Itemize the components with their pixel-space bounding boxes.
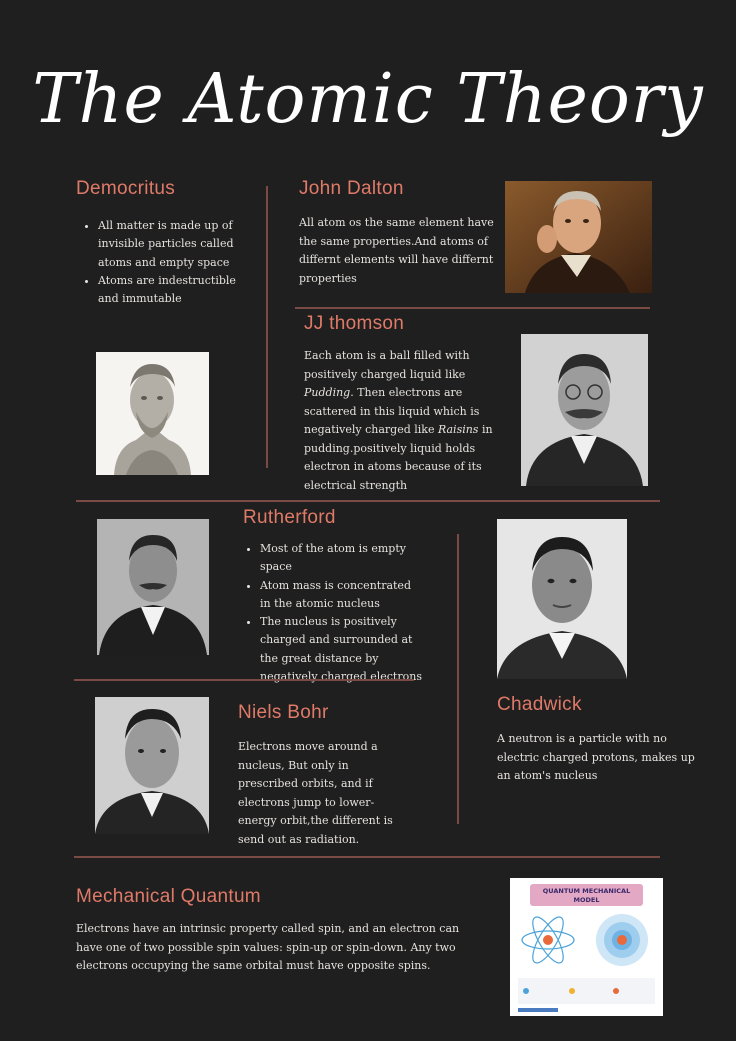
divider-horizontal — [74, 856, 660, 858]
page-title: The Atomic Theory — [32, 60, 704, 139]
divider-vertical — [266, 186, 268, 468]
divider-horizontal — [74, 679, 414, 681]
rutherford-bullet: Most of the atom is empty space — [260, 540, 425, 577]
rutherford-heading: Rutherford — [243, 507, 336, 528]
divider-vertical — [457, 534, 459, 824]
quantum-model-figure: QUANTUM MECHANICAL MODEL — [510, 878, 663, 1016]
chadwick-heading: Chadwick — [497, 694, 582, 715]
rutherford-bullet: Atom mass is concentrated in the atomic … — [260, 577, 425, 614]
bohr-heading: Niels Bohr — [238, 702, 329, 723]
quantum-figure-title-1: QUANTUM MECHANICAL — [543, 887, 630, 895]
dalton-text: All atom os the same element have the sa… — [299, 216, 494, 285]
chadwick-portrait — [497, 519, 627, 679]
divider-horizontal — [76, 500, 660, 502]
electron-cloud-icon — [596, 914, 648, 966]
democritus-bullet: Atoms are indestructible and immutable — [98, 272, 238, 309]
rutherford-bullets: Most of the atom is empty space Atom mas… — [240, 540, 425, 686]
dalton-portrait — [505, 181, 652, 293]
bohr-portrait — [95, 697, 209, 834]
thomson-em-pudding: Pudding — [304, 386, 351, 399]
bohr-atom-icon — [521, 916, 575, 964]
democritus-heading: Democritus — [76, 178, 176, 199]
thomson-heading: JJ thomson — [304, 313, 405, 334]
quantum-text: Electrons have an intrinsic property cal… — [76, 922, 460, 972]
quantum-figure-title-2: MODEL — [574, 896, 600, 904]
rutherford-bullet: The nucleus is positively charged and su… — [260, 613, 425, 686]
democritus-bullet: All matter is made up of invisible parti… — [98, 217, 238, 272]
thomson-em-raisins: Raisins — [437, 423, 479, 436]
democritus-bullets: All matter is made up of invisible parti… — [78, 217, 238, 308]
thomson-text: Each atom is a ball filled with positive… — [304, 349, 493, 492]
democritus-bust-photo — [96, 352, 209, 475]
thomson-portrait — [521, 334, 648, 486]
bohr-text: Electrons move around a nucleus, But onl… — [238, 740, 393, 846]
divider-horizontal — [295, 307, 650, 309]
rutherford-portrait — [97, 519, 209, 655]
quantum-heading: Mechanical Quantum — [76, 886, 261, 907]
chadwick-text: A neutron is a particle with no electric… — [497, 732, 695, 782]
dalton-heading: John Dalton — [299, 178, 404, 199]
